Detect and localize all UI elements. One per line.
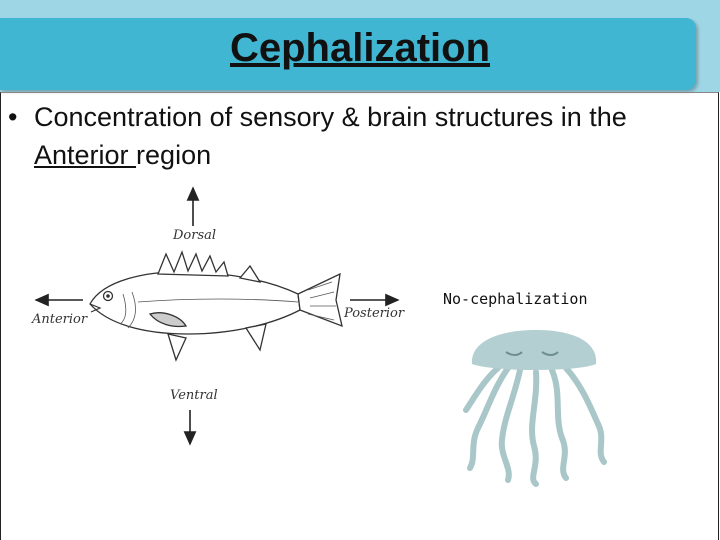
- bullet-point: • Concentration of sensory & brain struc…: [8, 98, 708, 174]
- bullet-text-end: region: [136, 140, 212, 170]
- bullet-text-start: Concentration of sensory & brain structu…: [34, 102, 627, 132]
- jellyfish-bell: [471, 330, 597, 370]
- no-cephalization-label: No-cephalization: [443, 290, 588, 308]
- jellyfish-drawing: [463, 330, 607, 487]
- dorsal-label: Dorsal: [173, 228, 217, 243]
- ventral-label: Ventral: [170, 388, 218, 403]
- anterior-word: Anterior: [34, 140, 137, 170]
- bullet-text: Concentration of sensory & brain structu…: [34, 98, 708, 174]
- slide-title: Cephalization: [229, 26, 491, 70]
- jellyfish-illustration: [458, 328, 618, 488]
- fish-body: [89, 250, 343, 362]
- content-frame: [0, 92, 719, 540]
- fish-orientation-diagram: Dorsal Ventral Anterior Posterior: [28, 182, 408, 452]
- title-bar: [0, 18, 696, 90]
- bullet-marker: •: [8, 102, 18, 132]
- posterior-label: Posterior: [344, 306, 405, 321]
- anterior-label: Anterior: [32, 312, 88, 327]
- fish-drawing: [34, 186, 400, 446]
